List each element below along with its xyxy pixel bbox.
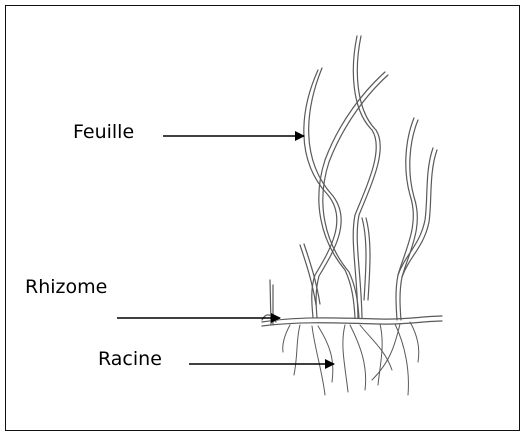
leaves xyxy=(300,36,437,320)
leaf-label: Feuille xyxy=(73,123,134,142)
rhizome xyxy=(262,280,442,326)
roots xyxy=(283,322,419,395)
root-label: Racine xyxy=(98,350,162,369)
rhizome-label: Rhizome xyxy=(25,278,107,297)
